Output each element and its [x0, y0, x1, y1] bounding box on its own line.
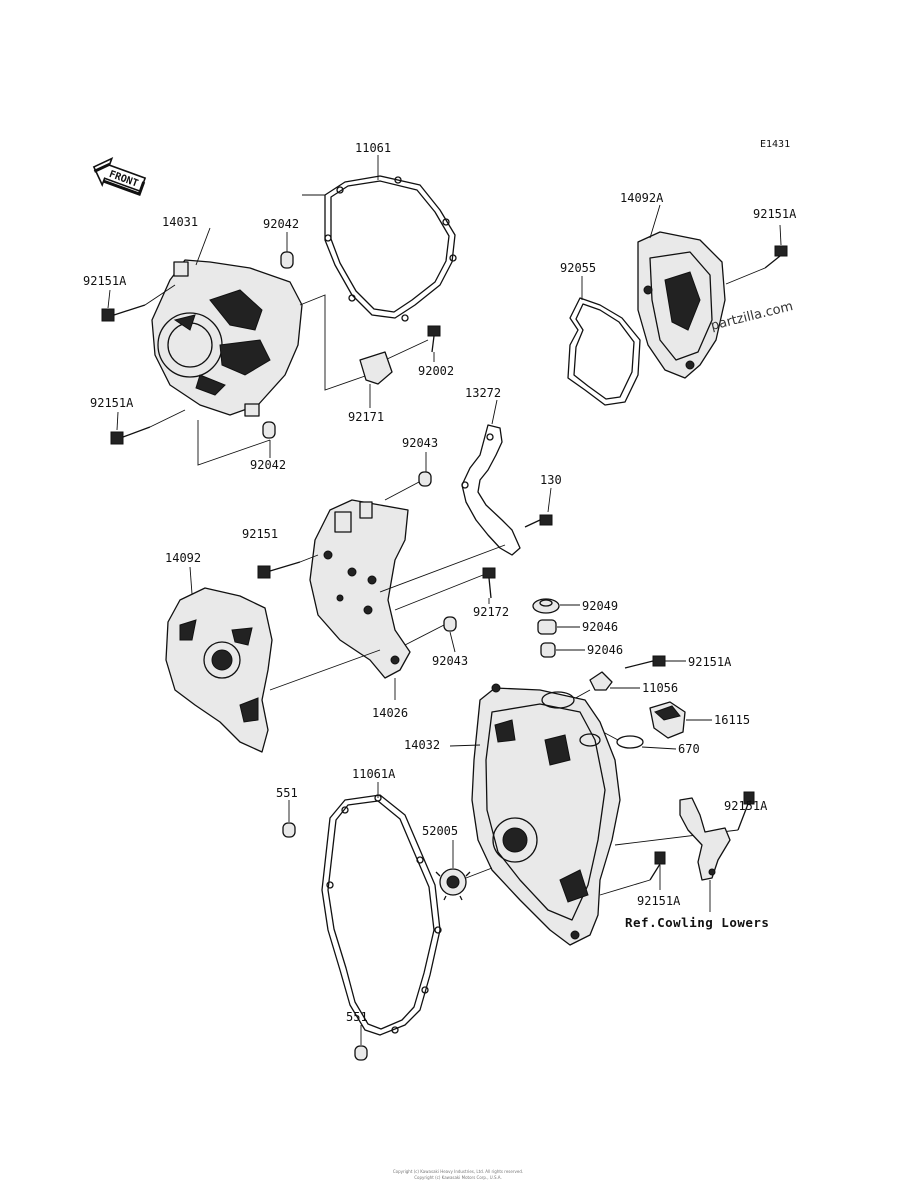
collar-92046-a: [537, 619, 557, 635]
label-14092: 14092: [165, 551, 201, 565]
label-14026: 14026: [372, 706, 408, 720]
label-92151A-mid: 92151A: [688, 655, 732, 669]
label-92151A-low2: 92151A: [637, 894, 681, 908]
label-92151A-right: 92151A: [753, 207, 797, 221]
screw-92002: [427, 325, 441, 353]
label-14092A: 14092A: [620, 191, 664, 205]
label-92151: 92151: [242, 527, 278, 541]
label-11061: 11061: [355, 141, 391, 155]
gasket-11061: [324, 175, 457, 322]
dowel-92043-top: [418, 471, 432, 487]
cover-14031: [151, 259, 303, 417]
bolt-92151A-low2: [649, 851, 666, 881]
label-92042-bottom: 92042: [250, 458, 286, 472]
dowel-92042-top: [280, 251, 294, 269]
label-13272: 13272: [465, 386, 501, 400]
label-92055: 92055: [560, 261, 596, 275]
diagram-code: E1431: [760, 139, 790, 150]
dowel-92043-bottom: [443, 616, 457, 632]
label-16115: 16115: [714, 713, 750, 727]
label-92171: 92171: [348, 410, 384, 424]
label-130: 130: [540, 473, 562, 487]
footer-copyright-2: Copyright (c) Kawasaki Motors Corp., U.S…: [414, 1175, 501, 1180]
gasket-13272: [461, 424, 521, 556]
cowling-bracket: [679, 797, 731, 881]
clamp-92171: [359, 351, 393, 385]
cover-14092A: [637, 231, 726, 379]
footer-copyright-1: Copyright (c) Kawasaki Heavy Industries,…: [393, 1169, 523, 1174]
label-14032: 14032: [404, 738, 440, 752]
label-92151A-left1: 92151A: [83, 274, 127, 288]
label-92046-b: 92046: [587, 643, 623, 657]
label-92151A-left2: 92151A: [90, 396, 134, 410]
front-arrow-icon: FRONT: [92, 157, 147, 197]
bolt-92172: [482, 567, 496, 599]
cover-14026: [309, 499, 411, 679]
bolt-92151A-left2: [110, 426, 151, 445]
label-92151A-low1: 92151A: [724, 799, 768, 813]
label-92043-bottom: 92043: [432, 654, 468, 668]
oring-670: [616, 735, 644, 749]
label-14031: 14031: [162, 215, 198, 229]
label-551-bottom: 551: [346, 1010, 368, 1024]
clip-11056: [589, 671, 613, 691]
label-ref-cowling-lowers: Ref.Cowling Lowers: [625, 915, 769, 930]
dowel-92042-bottom: [262, 421, 276, 439]
bolt-92151A-left1: [101, 304, 146, 322]
label-11056: 11056: [642, 681, 678, 695]
label-52005: 52005: [422, 824, 458, 838]
cover-14032: [471, 683, 621, 946]
label-92049: 92049: [582, 599, 618, 613]
label-92172: 92172: [473, 605, 509, 619]
bolt-130: [524, 514, 553, 528]
label-551-top: 551: [276, 786, 298, 800]
label-92043-top: 92043: [402, 436, 438, 450]
label-92042-top: 92042: [263, 217, 299, 231]
gasket-11061A: [321, 794, 442, 1036]
bolt-92151A-right: [764, 245, 788, 269]
label-92002: 92002: [418, 364, 454, 378]
label-670: 670: [678, 742, 700, 756]
bolt-92151A-mid: [624, 655, 666, 669]
dowel-551-bottom: [354, 1045, 368, 1061]
cap-16115: [649, 701, 686, 739]
bolt-92151A-low1: [737, 791, 755, 831]
bolt-92151: [257, 561, 301, 579]
gasket-92055: [567, 297, 641, 406]
collar-92046-b: [540, 642, 556, 658]
dowel-551-top: [282, 822, 296, 838]
cover-14092: [165, 587, 273, 753]
gear-52005: [435, 868, 471, 901]
label-11061A: 11061A: [352, 767, 396, 781]
label-92046-a: 92046: [582, 620, 618, 634]
